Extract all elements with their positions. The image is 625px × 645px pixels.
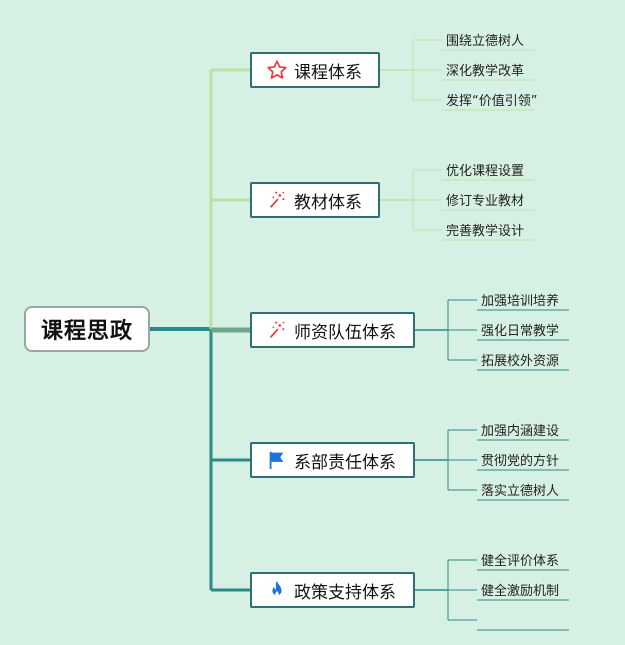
leaf-item[interactable]: 深化教学改革 xyxy=(446,64,525,79)
sparkle-icon xyxy=(266,319,288,341)
leaf-item[interactable]: 围绕立德树人 xyxy=(446,34,525,49)
star-icon xyxy=(266,59,288,81)
leaf-item[interactable]: 拓展校外资源 xyxy=(481,354,560,369)
branch-node-policy[interactable]: 政策支持体系 xyxy=(250,572,415,608)
leaf-item[interactable]: 加强内涵建设 xyxy=(481,424,560,439)
branch-node-textbook[interactable]: 教材体系 xyxy=(250,182,380,218)
leaf-item[interactable]: 健全评价体系 xyxy=(481,554,560,569)
branch-label: 政策支持体系 xyxy=(294,582,396,603)
leaf-item[interactable]: 强化日常教学 xyxy=(481,324,560,339)
leaf-item[interactable]: 优化课程设置 xyxy=(446,164,525,179)
branch-node-department[interactable]: 系部责任体系 xyxy=(250,442,415,478)
leaf-item[interactable]: 修订专业教材 xyxy=(446,194,525,209)
leaf-item[interactable]: 完善教学设计 xyxy=(446,224,525,239)
branch-label: 教材体系 xyxy=(294,192,362,213)
leaf-item[interactable]: 发挥“价值引领” xyxy=(446,94,538,109)
leaf-item[interactable]: 加强培训培养 xyxy=(481,294,560,309)
root-label: 课程思政 xyxy=(40,319,133,344)
flag-icon xyxy=(266,449,288,471)
leaf-item[interactable]: 贯彻党的方针 xyxy=(481,454,560,469)
branch-node-faculty[interactable]: 师资队伍体系 xyxy=(250,312,415,348)
sparkle-icon xyxy=(266,189,288,211)
branch-node-curriculum[interactable]: 课程体系 xyxy=(250,52,380,88)
flame-icon xyxy=(266,579,288,601)
leaf-item[interactable]: 健全激励机制 xyxy=(481,584,560,599)
branch-label: 系部责任体系 xyxy=(294,452,396,473)
root-node[interactable]: 课程思政 xyxy=(24,306,150,352)
branch-label: 师资队伍体系 xyxy=(294,322,396,343)
leaf-item[interactable]: 落实立德树人 xyxy=(481,484,560,499)
branch-label: 课程体系 xyxy=(294,62,362,83)
